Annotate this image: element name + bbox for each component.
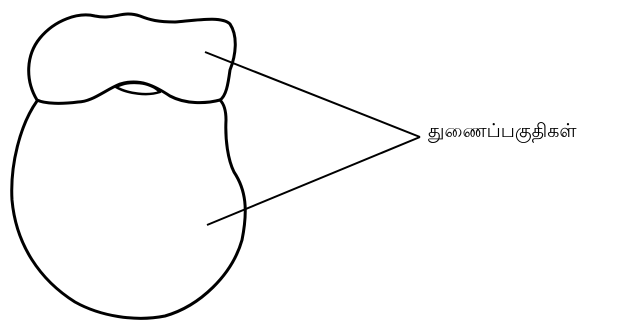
subunits-label: துணைப்பகுதிகள் — [428, 120, 577, 143]
pointer-line-upper — [205, 52, 420, 137]
subunit-junction — [116, 83, 160, 94]
small-subunit-outline — [29, 14, 236, 103]
large-subunit-outline — [12, 100, 246, 318]
